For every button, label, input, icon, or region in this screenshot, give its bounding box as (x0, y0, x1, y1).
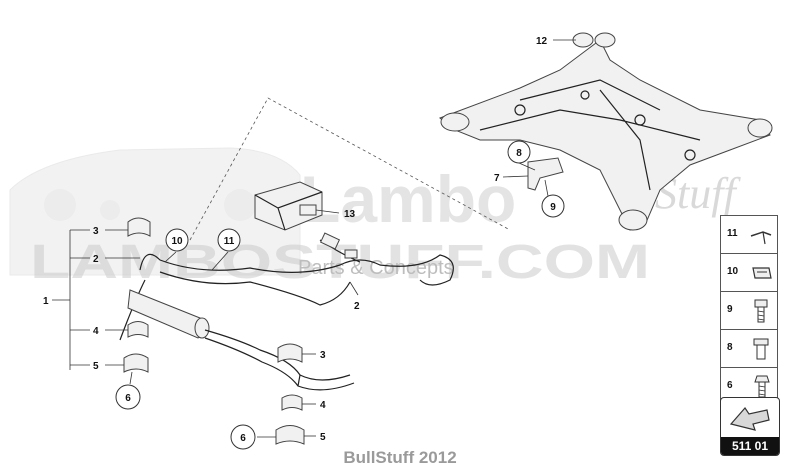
callout-3-top: 3 (93, 226, 99, 237)
bracket-part-7 (527, 157, 564, 191)
rubber-mount-4-right (281, 394, 303, 411)
rubber-mount-5-left (123, 353, 149, 373)
legend-number: 11 (727, 228, 738, 239)
charcoal-canister (127, 289, 355, 391)
wiring-harness (119, 232, 454, 341)
legend-number: 8 (727, 342, 733, 353)
watermark-brand-script: Lambo (300, 162, 516, 236)
legend-number: 6 (727, 380, 733, 391)
callout-5-left: 5 (93, 361, 99, 372)
rubber-mount-3-right (277, 343, 303, 363)
callout-2-left: 2 (93, 254, 99, 265)
control-module (254, 181, 323, 231)
callout-11-circled: 11 (224, 236, 235, 247)
legend-number: 10 (727, 266, 739, 277)
legend-item-9: 9 (720, 292, 778, 330)
callout-4-left: 4 (93, 326, 99, 337)
rear-subframe (439, 32, 773, 231)
hex-bolt-icon (754, 299, 768, 323)
page-tag: 511 01 (720, 397, 780, 456)
dashed-reference-frame (189, 97, 511, 241)
flange-screw-icon (753, 338, 769, 360)
rubber-mount-4-left (127, 321, 149, 338)
callout-1: 1 (43, 296, 49, 307)
legend-item-11: 11 (720, 215, 778, 254)
leader-lines (52, 39, 576, 438)
direction-arrow-icon (729, 407, 770, 431)
callout-6-bottom-circled: 6 (240, 433, 246, 444)
callout-10-circled: 10 (171, 236, 183, 247)
watermark-url: LAMBOSTUFF.COM (30, 236, 650, 289)
spring-nut-icon (752, 267, 772, 279)
callout-12: 12 (536, 36, 548, 47)
small-parts-legend: 11 10 9 8 6 (720, 215, 778, 406)
rubber-mount-5-right (275, 425, 305, 445)
callout-8-circled: 8 (516, 148, 522, 159)
callout-3-right: 3 (320, 350, 326, 361)
legend-item-10: 10 (720, 254, 778, 292)
callout-4-right: 4 (320, 400, 326, 411)
callout-6-left-circled: 6 (125, 393, 131, 404)
callout-5-right: 5 (320, 432, 326, 443)
wire-clip-icon (750, 231, 772, 245)
rubber-mount-3-top (127, 217, 151, 237)
page-code: 511 01 (721, 437, 779, 455)
callout-13: 13 (344, 209, 356, 220)
legend-item-8: 8 (720, 330, 778, 368)
callout-2-center: 2 (354, 301, 360, 312)
watermark-tagline: Parts & Concepts (298, 257, 454, 279)
legend-number: 9 (727, 304, 733, 315)
callout-7: 7 (494, 173, 500, 184)
callout-9-circled: 9 (550, 202, 556, 213)
copyright-footer: BullStuff 2012 (343, 448, 457, 467)
